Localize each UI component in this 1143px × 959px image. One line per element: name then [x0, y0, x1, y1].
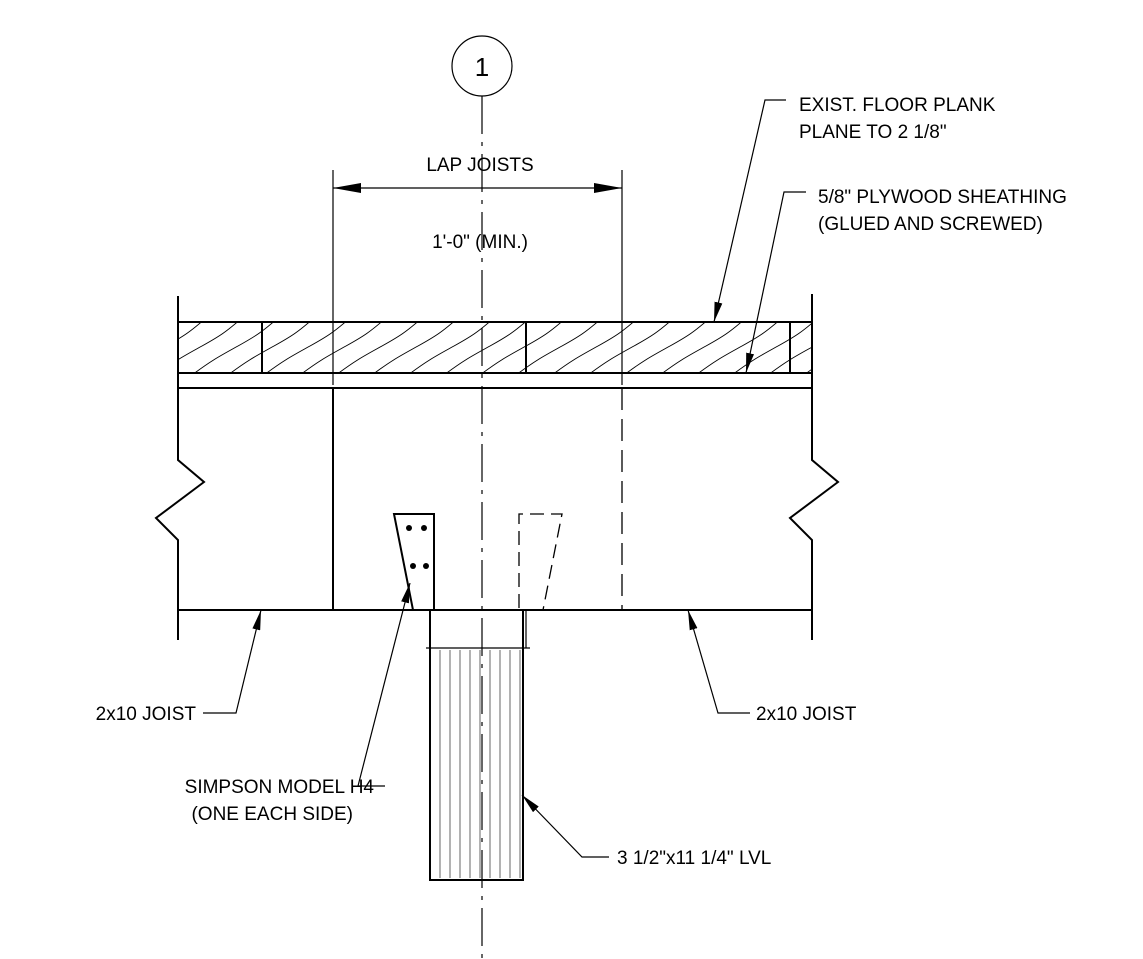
floor-plank-label: EXIST. FLOOR PLANK — [799, 95, 996, 116]
floor-plank-leader — [713, 99, 786, 323]
lap-dimension: LAP JOISTS 1'-0" (MIN.) — [332, 155, 623, 385]
plywood-label-line2: (GLUED AND SCREWED) — [818, 214, 1043, 235]
lvl-label: 3 1/2"x11 1/4" LVL — [617, 848, 771, 869]
dimension-value: 1'-0" (MIN.) — [432, 232, 528, 253]
hanger-leader — [357, 582, 411, 787]
hanger-label-line2: (ONE EACH SIDE) — [191, 804, 353, 825]
wood-grain-stroke — [337, 322, 419, 373]
wood-grain-stroke — [840, 318, 926, 375]
grid-bubble-label: 1 — [475, 52, 489, 82]
lvl-leader — [521, 794, 609, 858]
wood-grain-stroke — [769, 346, 812, 373]
joists — [154, 388, 840, 640]
hanger-label: SIMPSON MODEL H4 — [185, 777, 375, 798]
wood-grain-stroke — [445, 322, 527, 373]
right-joist-label: 2x10 JOIST — [756, 704, 857, 725]
dimension-title: LAP JOISTS — [426, 155, 533, 176]
lvl-grain-lines — [439, 650, 521, 878]
plywood-sheathing — [177, 372, 813, 389]
wood-grain-stroke — [481, 322, 563, 373]
wood-grain-stroke — [301, 322, 383, 373]
wood-grain-stroke — [373, 322, 455, 373]
wood-grain-stroke — [553, 322, 635, 373]
plywood-label: 5/8" PLYWOOD SHEATHING — [818, 187, 1067, 208]
wood-grain-stroke — [589, 322, 671, 373]
right-break-line — [788, 388, 840, 640]
wood-grain-stroke — [229, 322, 311, 373]
wood-grain-stroke — [733, 322, 812, 373]
wood-grain-stroke — [697, 322, 779, 373]
wood-grain-stroke — [805, 368, 812, 373]
wood-grain-stroke — [178, 322, 239, 361]
left-joist-leader — [203, 609, 262, 714]
wood-grain-stroke — [661, 322, 743, 373]
simpson-h4-hanger-far-side — [518, 513, 563, 611]
wood-grain-stroke — [625, 322, 707, 373]
leaders — [203, 99, 806, 858]
floor-plank-label-line2: PLANE TO 2 1/8" — [799, 122, 947, 143]
plywood-leader — [745, 191, 806, 374]
grid-bubble: 1 — [451, 35, 513, 97]
wood-grain-stroke — [193, 322, 275, 373]
left-joist-label: 2x10 JOIST — [96, 704, 197, 725]
wood-grain-hatch — [178, 318, 962, 375]
wood-grain-stroke — [517, 322, 599, 373]
left-break-line — [154, 388, 206, 640]
floor-plank — [177, 294, 962, 375]
wood-grain-stroke — [876, 318, 962, 375]
lvl-beam — [426, 609, 530, 881]
simpson-h4-hanger — [392, 513, 435, 611]
wood-grain-stroke — [178, 322, 203, 340]
right-joist-leader — [687, 609, 750, 714]
wood-grain-stroke — [265, 322, 347, 373]
callout-text: EXIST. FLOOR PLANK PLANE TO 2 1/8" 5/8" … — [96, 95, 1067, 869]
wood-grain-stroke — [409, 322, 491, 373]
